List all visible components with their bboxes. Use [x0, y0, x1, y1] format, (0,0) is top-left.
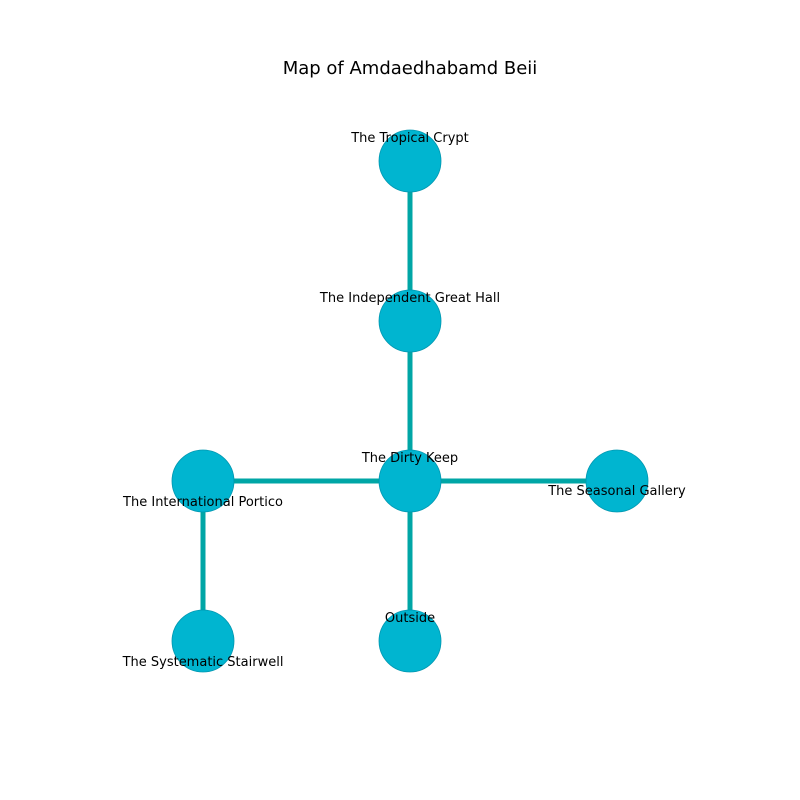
room-label-systematic-stairwell: The Systematic Stairwell	[122, 655, 284, 670]
room-node-tropical-crypt	[378, 129, 442, 193]
room-label-international-portico: The International Portico	[122, 495, 283, 510]
room-node-outside	[378, 609, 442, 673]
room-node-systematic-stairwell	[171, 609, 235, 673]
room-label-independent-great-hall: The Independent Great Hall	[319, 291, 500, 306]
room-label-outside: Outside	[385, 611, 435, 626]
room-node-international-portico	[171, 449, 235, 513]
room-label-dirty-keep: The Dirty Keep	[361, 451, 458, 466]
room-label-seasonal-gallery: The Seasonal Gallery	[547, 484, 686, 499]
room-label-tropical-crypt: The Tropical Crypt	[350, 131, 469, 146]
room-node-dirty-keep	[378, 449, 442, 513]
connections-layer	[200, 161, 617, 641]
room-node-seasonal-gallery	[585, 449, 649, 513]
room-node-independent-great-hall	[378, 289, 442, 353]
map-title: Map of Amdaedhabamd Beii	[283, 58, 538, 79]
rooms-layer	[171, 129, 649, 673]
